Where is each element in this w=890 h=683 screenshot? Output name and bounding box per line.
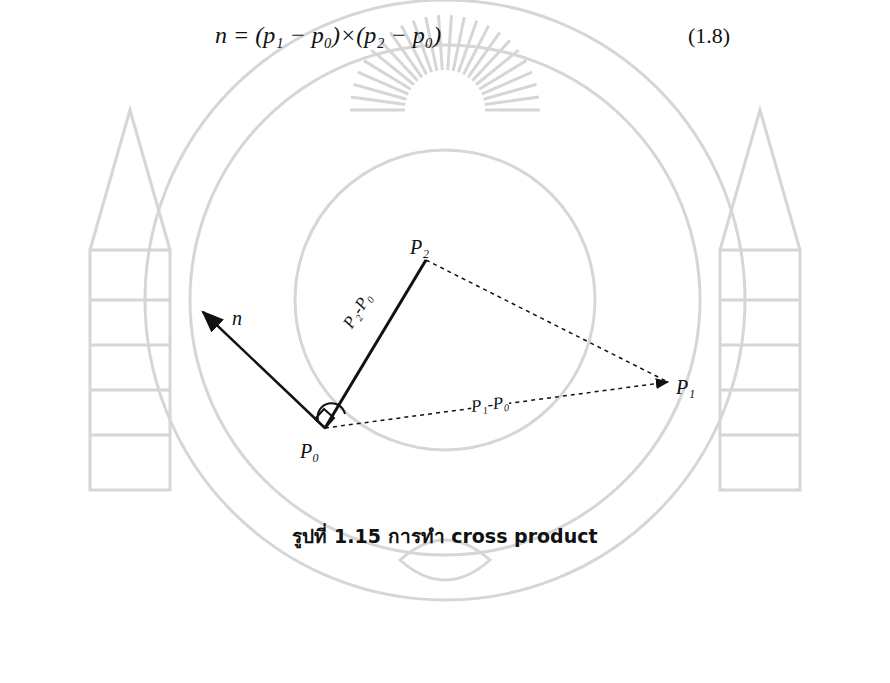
point-label: P₁ (676, 376, 695, 398)
vector-figure (203, 260, 668, 428)
watermark-seal (90, 0, 800, 600)
vector-p2-p0 (325, 260, 426, 428)
seal-ray (482, 72, 532, 94)
vector-label: P₁-P₀ (470, 393, 510, 416)
equation: n = (p₁ − p₀)×(p₂ − p₀) (215, 22, 441, 48)
vector-label: P₂-P₀ (340, 290, 376, 332)
figure-caption: รูปที่ 1.15 การทำ cross product (292, 526, 597, 547)
normal-vector (203, 312, 325, 428)
seal-ring (295, 150, 595, 450)
edge-p2-p1 (426, 260, 668, 382)
point-label: P₂ (410, 236, 429, 258)
seal-ray (351, 97, 405, 104)
vector-label: n (232, 307, 242, 329)
vector-p1-p0 (325, 382, 668, 428)
seal-ray (354, 84, 407, 99)
seal-tower (720, 110, 800, 490)
seal-ray (485, 109, 540, 112)
equation-number: (1.8) (688, 24, 730, 48)
seal-ray (448, 15, 452, 70)
point-label: P₀ (300, 440, 319, 462)
seal-ray (350, 109, 405, 112)
seal-ring (145, 0, 745, 600)
seal-tower (90, 110, 170, 490)
seal-ring (190, 45, 700, 555)
seal-ray (484, 84, 537, 99)
seal-ray (485, 97, 539, 104)
angle-arc (318, 403, 345, 420)
